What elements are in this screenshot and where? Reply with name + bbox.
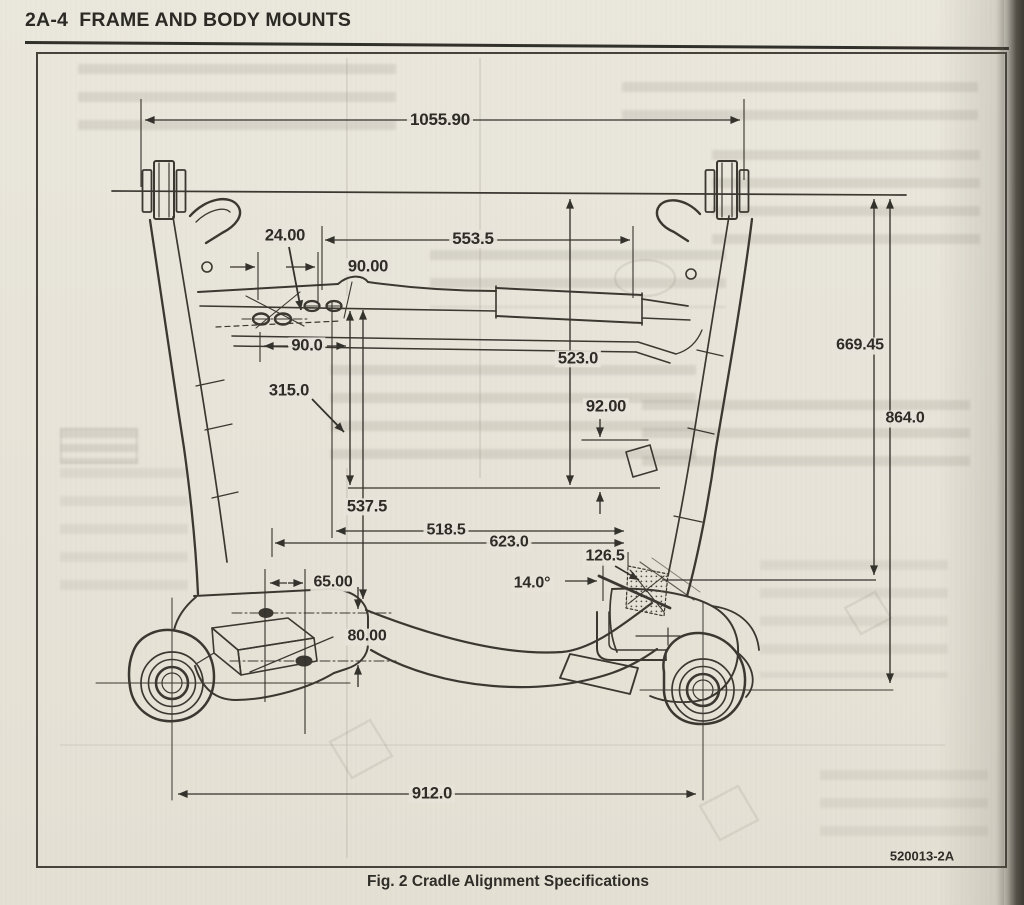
- page-header: 2A-4 FRAME AND BODY MOUNTS: [25, 9, 352, 31]
- angle-strike-line: [597, 574, 672, 610]
- lower-crossmember: [364, 601, 659, 689]
- dim-label-hole-to-rail-outer: 623.0: [486, 534, 532, 552]
- right-lower-bushing: [639, 601, 894, 801]
- dim-label-upper-hole-spacing: 90.00: [344, 258, 392, 276]
- dim-label-datum-to-bushing: 864.0: [882, 410, 928, 428]
- figure-code: 520013-2A: [889, 848, 955, 864]
- bleedthrough-text: [78, 64, 396, 138]
- right-side-rail: [581, 215, 754, 598]
- dim-label-rail-drop: 537.5: [343, 498, 391, 516]
- dim-label-bolt-spacing: 65.00: [310, 574, 356, 592]
- bleedthrough-text: [712, 150, 980, 258]
- figure-caption: Fig. 2 Cradle Alignment Specifications: [367, 873, 649, 890]
- bleedthrough-view-stamp: [60, 428, 138, 464]
- dim-label-gusset-length: 126.5: [582, 548, 628, 566]
- dim-label-hole-to-rail: 518.5: [423, 522, 469, 540]
- datum-line: [111, 190, 907, 196]
- dim-label-bracket-drop: 315.0: [265, 382, 313, 400]
- left-lower-bushing: [95, 597, 351, 801]
- dim-label-bolt-drop: 80.00: [344, 628, 390, 646]
- dim-label-overall-top-width: 1055.90: [406, 111, 474, 129]
- dim-label-clamp-height: 92.00: [582, 398, 630, 416]
- dim-label-datum-to-step: 669.45: [833, 337, 887, 355]
- bleedthrough-text: [330, 365, 696, 469]
- dim-label-lower-hole-spacing: 90.0: [288, 337, 326, 355]
- bleedthrough-shapes: [60, 468, 188, 608]
- right-hook-bracket: [655, 199, 702, 243]
- bleedthrough-text: [430, 250, 726, 308]
- upper-left-body-mount: [141, 160, 187, 220]
- dim-label-overall-bottom-width: 912.0: [408, 785, 456, 803]
- left-side-rail: [148, 216, 239, 596]
- upper-right-body-mount: [704, 160, 750, 220]
- dim-label-hole-offset: 24.00: [261, 227, 309, 245]
- upper-crossmember: [197, 275, 703, 364]
- lower-right-bracket: [559, 557, 760, 703]
- left-hook-bracket: [188, 197, 242, 245]
- dim-label-brace-angle: 14.0°: [510, 575, 554, 593]
- bleedthrough-shapes: [820, 770, 988, 848]
- dim-label-datum-to-ref: 523.0: [554, 350, 602, 368]
- dim-label-crossmember-span: 553.5: [449, 230, 497, 248]
- bleedthrough-lines: [60, 58, 945, 858]
- cradle-frame-drawing: [95, 160, 907, 801]
